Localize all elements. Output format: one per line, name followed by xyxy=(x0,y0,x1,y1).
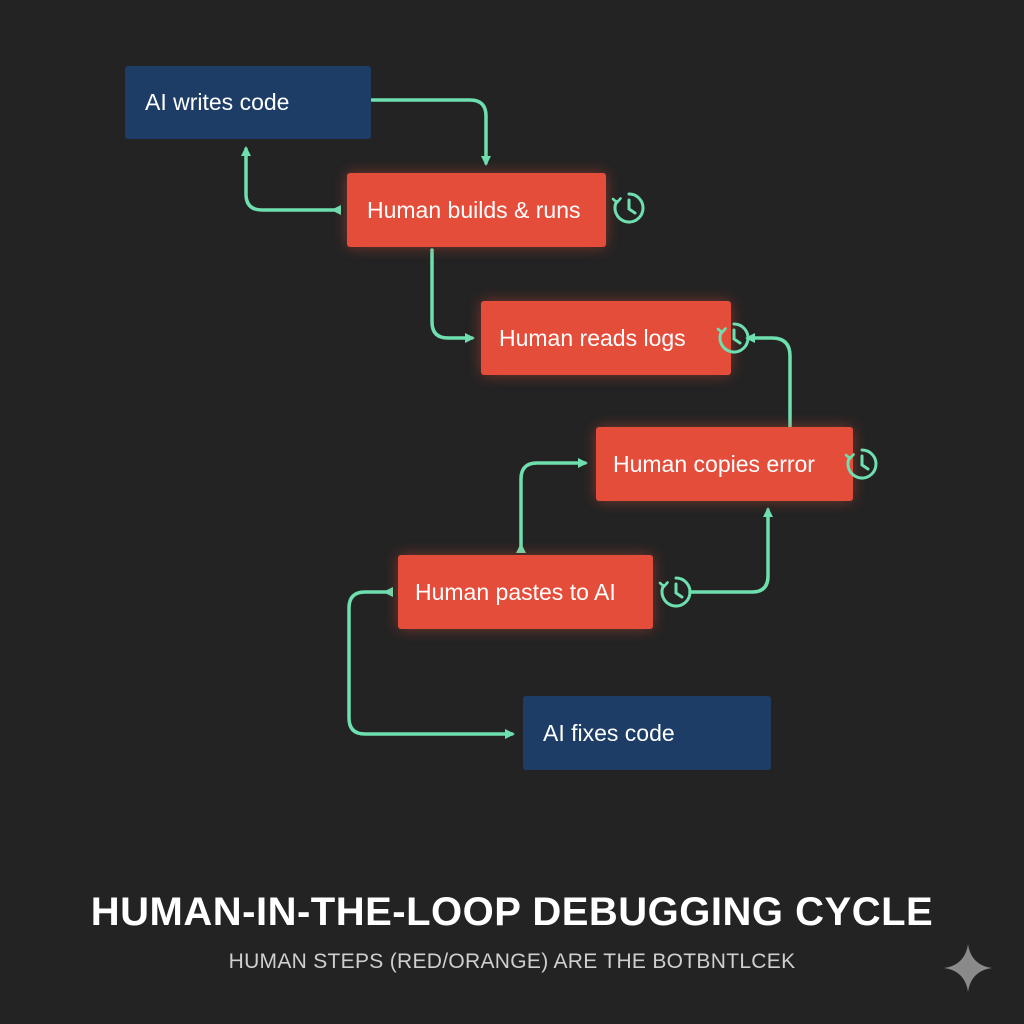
node-label: AI writes code xyxy=(145,89,290,115)
sparkle-icon xyxy=(944,944,992,992)
node-label: Human copies error xyxy=(613,450,815,477)
node-label: AI fixes code xyxy=(543,719,675,746)
arrow-ai-writes-to-human-builds xyxy=(370,98,491,166)
node-human-reads-logs: Human reads logs xyxy=(481,301,731,375)
node-ai-fixes-code: AI fixes code xyxy=(523,696,771,770)
arrow-human-builds-to-ai-writes xyxy=(241,146,341,215)
clock-icon xyxy=(611,192,645,224)
diagram-title: HUMAN-IN-THE-LOOP DEBUGGING CYCLE xyxy=(90,890,934,934)
arrow-ai-fixes-to-human-pastes xyxy=(347,587,515,739)
node-label: Human builds & runs xyxy=(367,196,581,223)
arrow-human-pastes-clock-to-human-copies xyxy=(688,507,773,594)
node-human-copies-error: Human copies error xyxy=(596,427,853,501)
node-label: Human reads logs xyxy=(499,324,686,351)
node-ai-writes-code: AI writes code xyxy=(125,66,371,139)
node-human-pastes-to-ai: Human pastes to AI xyxy=(398,555,653,629)
node-human-builds-runs: Human builds & runs xyxy=(347,173,606,247)
diagram-subtitle: HUMAN STEPS (RED/ORANGE) ARE THE BOTBNTL… xyxy=(228,950,796,973)
clock-icon xyxy=(658,576,692,608)
node-label: Human pastes to AI xyxy=(415,578,616,605)
clock-icon xyxy=(716,322,750,354)
arrow-human-builds-to-human-reads xyxy=(430,248,475,343)
arrow-human-copies-to-human-reads xyxy=(745,333,792,430)
clock-icon xyxy=(844,448,878,480)
arrow-human-pastes-to-human-copies xyxy=(516,458,588,553)
